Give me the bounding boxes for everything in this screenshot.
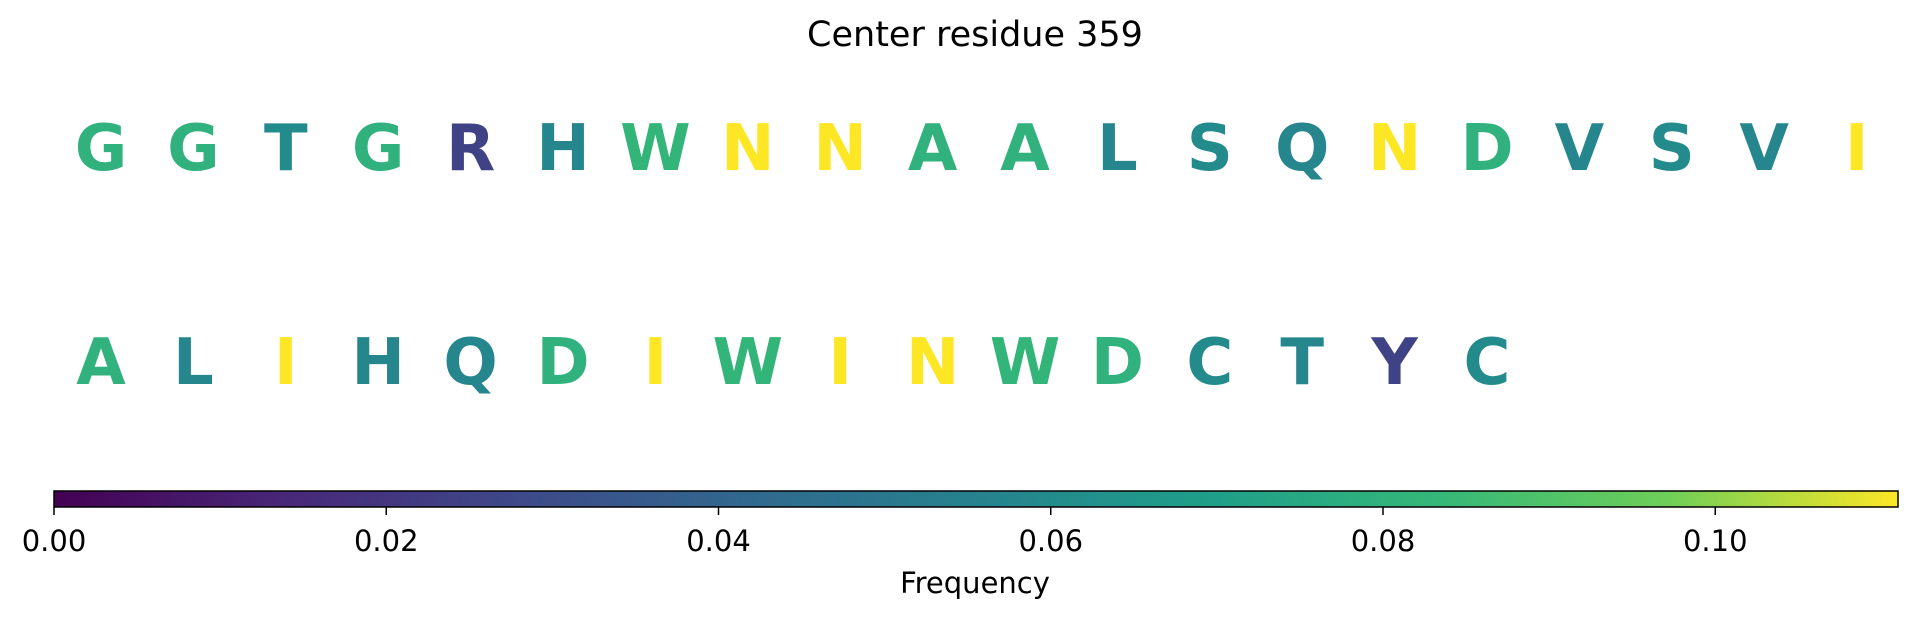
colorbar-tick-label: 0.00 bbox=[22, 524, 87, 558]
residue-letter: H bbox=[351, 326, 405, 400]
residue-letter: D bbox=[536, 326, 589, 400]
colorbar-ticks: 0.00 0.02 0.04 0.06 0.08 0.10 bbox=[22, 507, 1748, 558]
residue-letter: G bbox=[352, 112, 405, 186]
chart-title: Center residue 359 bbox=[807, 15, 1143, 55]
residue-letter: I bbox=[643, 326, 667, 400]
colorbar-gradient bbox=[54, 491, 1898, 507]
residue-letter: I bbox=[1845, 112, 1869, 186]
colorbar: 0.00 0.02 0.04 0.06 0.08 0.10 Frequency bbox=[22, 490, 1899, 600]
residue-letter: C bbox=[1464, 326, 1511, 400]
colorbar-label: Frequency bbox=[900, 566, 1050, 600]
residue-letter: A bbox=[908, 112, 958, 186]
residue-letter: R bbox=[446, 112, 495, 186]
residue-letter: D bbox=[1091, 326, 1144, 400]
residue-letter: T bbox=[1280, 326, 1324, 400]
residue-letter: W bbox=[990, 326, 1061, 400]
colorbar-tick-label: 0.06 bbox=[1018, 524, 1083, 558]
residue-letter: G bbox=[167, 112, 220, 186]
residue-letter: I bbox=[828, 326, 852, 400]
residue-letter: A bbox=[76, 326, 126, 400]
residue-letter: S bbox=[1649, 112, 1695, 186]
residue-letter: G bbox=[75, 112, 128, 186]
residue-letter: Q bbox=[1275, 112, 1329, 186]
colorbar-frame bbox=[53, 490, 1899, 508]
residue-letter: T bbox=[264, 112, 308, 186]
residue-letter: N bbox=[906, 326, 960, 400]
residue-letter: W bbox=[713, 326, 784, 400]
residue-letter: D bbox=[1460, 112, 1513, 186]
residue-letter: N bbox=[813, 112, 867, 186]
colorbar-tick-label: 0.08 bbox=[1351, 524, 1416, 558]
residue-letter: A bbox=[1000, 112, 1050, 186]
residue-letter: V bbox=[1739, 112, 1789, 186]
residue-letter: I bbox=[274, 326, 298, 400]
residue-letter: V bbox=[1555, 112, 1605, 186]
residue-letter: W bbox=[620, 112, 691, 186]
colorbar-tick-label: 0.02 bbox=[354, 524, 419, 558]
residue-letter: Q bbox=[443, 326, 497, 400]
residue-letter: Y bbox=[1370, 326, 1418, 400]
residue-letter: S bbox=[1187, 112, 1233, 186]
colorbar-tick-label: 0.10 bbox=[1683, 524, 1748, 558]
residue-letter: N bbox=[721, 112, 775, 186]
residue-letter: L bbox=[1097, 112, 1138, 186]
residue-letter: L bbox=[173, 326, 214, 400]
residue-letter: N bbox=[1368, 112, 1422, 186]
colorbar-tick-label: 0.04 bbox=[686, 524, 751, 558]
residue-letter: H bbox=[536, 112, 590, 186]
residue-letter: C bbox=[1186, 326, 1233, 400]
